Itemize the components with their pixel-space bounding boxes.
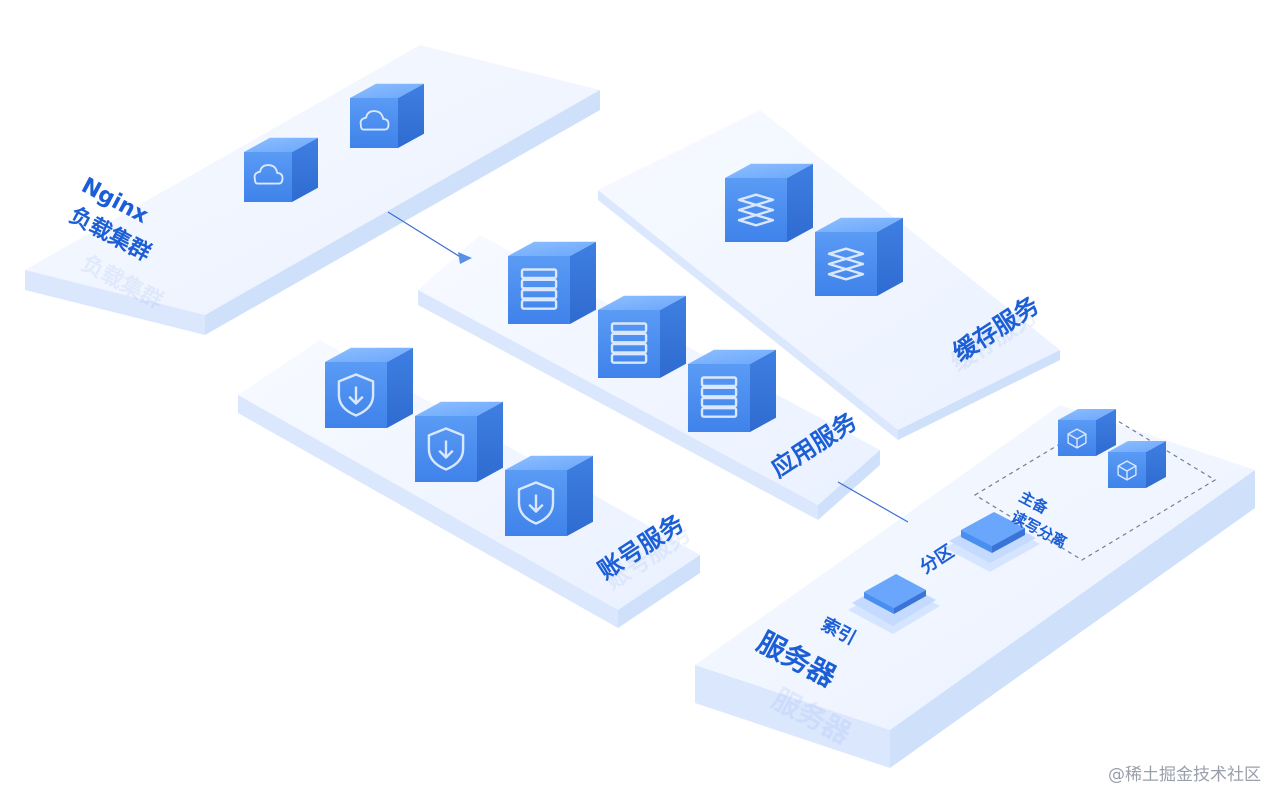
account-cube bbox=[415, 401, 503, 482]
cache-cube bbox=[725, 163, 813, 242]
cube-side-face bbox=[570, 241, 596, 324]
connector-arrow bbox=[458, 252, 472, 264]
cube-side-face bbox=[787, 163, 813, 242]
cube-top-face bbox=[325, 347, 413, 362]
index-block bbox=[848, 574, 940, 634]
cache-cube bbox=[815, 217, 903, 296]
app-cube bbox=[688, 349, 776, 432]
database-stack-icon bbox=[827, 247, 865, 281]
cubes bbox=[244, 83, 1166, 536]
cube-top-face bbox=[350, 83, 424, 98]
cube-side-face bbox=[567, 455, 593, 536]
cube-top-face bbox=[1058, 409, 1116, 420]
shield-icon bbox=[427, 427, 465, 471]
server-rack-icon bbox=[520, 268, 558, 310]
cube-front-face bbox=[725, 178, 787, 242]
cube-front-face bbox=[244, 152, 292, 202]
cube-side-face bbox=[477, 401, 503, 482]
cube-side-face bbox=[387, 347, 413, 428]
storage-cube bbox=[1058, 409, 1116, 456]
nginx-to-app-connector bbox=[387, 211, 463, 259]
package-icon bbox=[1117, 460, 1137, 481]
cube-side-face bbox=[750, 349, 776, 432]
cube-top-face bbox=[688, 349, 776, 364]
cube-top-face bbox=[1108, 441, 1166, 452]
connectors bbox=[387, 211, 1217, 561]
app-cube bbox=[598, 295, 686, 378]
cube-side-face bbox=[398, 83, 424, 148]
cube-side-face bbox=[292, 137, 318, 202]
app-cube bbox=[508, 241, 596, 324]
cube-front-face bbox=[1108, 452, 1146, 488]
cube-front-face bbox=[1058, 420, 1096, 456]
database-stack-icon bbox=[737, 193, 775, 227]
package-icon bbox=[1067, 428, 1087, 449]
account-cube bbox=[325, 347, 413, 428]
nginx-cube bbox=[350, 83, 424, 148]
nginx-cube bbox=[244, 137, 318, 202]
cube-side-face bbox=[660, 295, 686, 378]
app-to-server-connector bbox=[837, 481, 909, 523]
cube-side-face bbox=[1146, 441, 1166, 488]
cube-side-face bbox=[877, 217, 903, 296]
server-rack-icon bbox=[610, 322, 648, 364]
platforms bbox=[25, 45, 1255, 768]
cube-top-face bbox=[505, 455, 593, 470]
cube-top-face bbox=[508, 241, 596, 256]
cloud-icon bbox=[253, 164, 284, 185]
cube-top-face bbox=[415, 401, 503, 416]
cube-top-face bbox=[815, 217, 903, 232]
account-cube bbox=[505, 455, 593, 536]
storage-cube bbox=[1108, 441, 1166, 488]
layered-blocks bbox=[848, 512, 1040, 634]
cube-top-face bbox=[725, 163, 813, 178]
partition-block bbox=[945, 512, 1040, 572]
watermark: @稀土掘金技术社区 bbox=[1108, 765, 1261, 785]
cube-top-face bbox=[244, 137, 318, 152]
shield-icon bbox=[517, 481, 555, 525]
server-rack-icon bbox=[700, 376, 738, 418]
shield-icon bbox=[337, 373, 375, 417]
cube-top-face bbox=[598, 295, 686, 310]
master-slave-dashed-box bbox=[973, 414, 1217, 561]
cube-side-face bbox=[1096, 409, 1116, 456]
cloud-icon bbox=[359, 110, 390, 131]
cube-front-face bbox=[350, 98, 398, 148]
cube-front-face bbox=[815, 232, 877, 296]
